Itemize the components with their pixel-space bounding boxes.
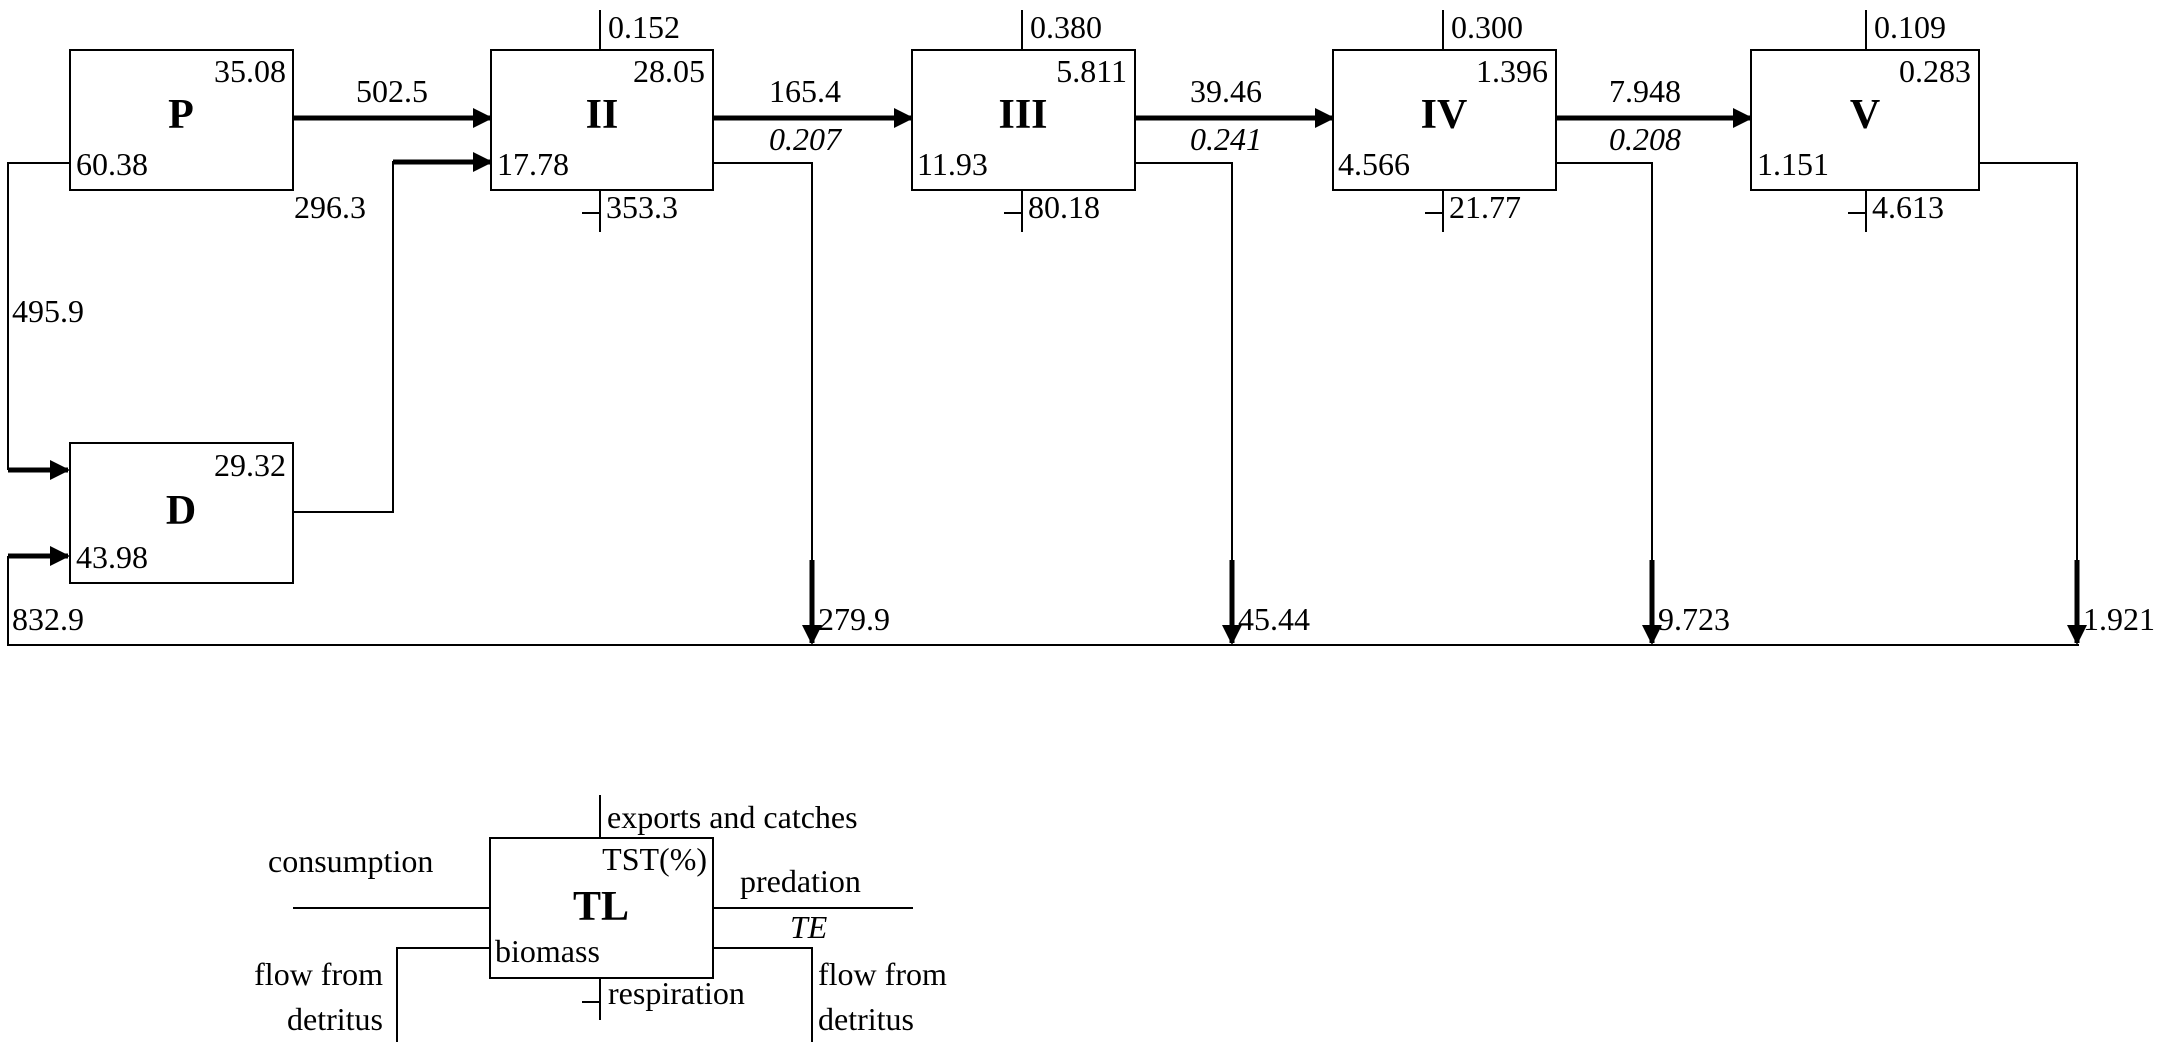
node-d: D 29.32 43.98: [69, 442, 294, 584]
export-value-v: 0.109: [1874, 9, 1946, 45]
node-ii-bottom-left: 17.78: [497, 146, 569, 182]
node-ii-top-right: 28.05: [633, 53, 705, 89]
detritus-value-v: 1.921: [2083, 601, 2155, 637]
legend-flow-from-detritus-left-2: detritus: [287, 1001, 383, 1037]
respiration-value-iii: 80.18: [1028, 189, 1100, 225]
node-d-label: D: [166, 488, 196, 534]
respiration-symbol-iii: [1004, 190, 1023, 232]
flow-labels: 502.5 296.3 495.9 832.9 165.4 39.46 7.94…: [12, 9, 2155, 637]
legend-respiration: respiration: [608, 975, 745, 1011]
node-v-bottom-left: 1.151: [1757, 146, 1829, 182]
legend: TL TST(%) biomass exports and catches co…: [254, 795, 947, 1042]
legend-te: TE: [790, 909, 828, 945]
flow-value-p-to-ii: 502.5: [356, 73, 428, 109]
detritus-return-line: [7, 556, 2079, 646]
legend-biomass: biomass: [495, 933, 600, 969]
respiration-value-ii: 353.3: [606, 189, 678, 225]
flow-line-p-to-d: [7, 162, 70, 470]
node-v-label: V: [1850, 92, 1880, 138]
flow-value-d-to-ii: 296.3: [294, 189, 366, 225]
node-v-top-right: 0.283: [1899, 53, 1971, 89]
export-value-iv: 0.300: [1451, 9, 1523, 45]
te-value-ii: 0.207: [769, 121, 843, 157]
node-p: P 35.08 60.38: [69, 49, 294, 191]
legend-respiration-symbol: [582, 978, 601, 1020]
node-iv-top-right: 1.396: [1476, 53, 1548, 89]
legend-consumption: consumption: [268, 843, 433, 879]
legend-predation: predation: [740, 863, 861, 899]
node-v: V 0.283 1.151: [1750, 49, 1980, 191]
node-p-top-right: 35.08: [214, 53, 286, 89]
legend-tst: TST(%): [602, 841, 707, 877]
respiration-symbol-ii: [582, 190, 601, 232]
detritus-value-ii: 279.9: [818, 601, 890, 637]
respiration-value-v: 4.613: [1872, 189, 1944, 225]
flow-value-iv-to-v: 7.948: [1609, 73, 1681, 109]
node-d-bottom-left: 43.98: [76, 539, 148, 575]
flow-value-ii-to-iii: 165.4: [769, 73, 841, 109]
flow-value-detritus-return: 832.9: [12, 601, 84, 637]
legend-flow-from-detritus-right-2: detritus: [818, 1001, 914, 1037]
node-iii: III 5.811 11.93: [911, 49, 1136, 191]
node-iv-label: IV: [1421, 92, 1468, 138]
respiration-symbol-iv: [1425, 190, 1444, 232]
detritus-line-iv: [1556, 162, 1653, 560]
export-value-iii: 0.380: [1030, 9, 1102, 45]
node-iii-bottom-left: 11.93: [917, 146, 988, 182]
detritus-line-iii: [1135, 162, 1233, 560]
node-iii-top-right: 5.811: [1056, 53, 1127, 89]
node-p-label: P: [168, 92, 194, 138]
legend-flow-from-detritus-left-1: flow from: [254, 956, 383, 992]
detritus-value-iv: 9.723: [1658, 601, 1730, 637]
export-value-ii: 0.152: [608, 9, 680, 45]
detritus-value-iii: 45.44: [1238, 601, 1310, 637]
node-ii-label: II: [586, 92, 619, 138]
node-iii-label: III: [998, 92, 1047, 138]
te-value-iii: 0.241: [1190, 121, 1262, 157]
node-iv: IV 1.396 4.566: [1332, 49, 1557, 191]
legend-label: TL: [573, 884, 629, 930]
legend-box: [489, 837, 714, 979]
detritus-line-v: [1979, 162, 2078, 560]
respiration-value-iv: 21.77: [1449, 189, 1521, 225]
node-d-top-right: 29.32: [214, 447, 286, 483]
node-p-bottom-left: 60.38: [76, 146, 148, 182]
te-value-iv: 0.208: [1609, 121, 1681, 157]
flow-value-iii-to-iv: 39.46: [1190, 73, 1262, 109]
legend-exports: exports and catches: [607, 799, 858, 835]
flow-lines: [7, 10, 2087, 646]
node-iv-bottom-left: 4.566: [1338, 146, 1410, 182]
flow-value-p-to-d: 495.9: [12, 293, 84, 329]
legend-flow-from-detritus-right-1: flow from: [818, 956, 947, 992]
detritus-line-ii: [713, 162, 813, 560]
respiration-symbol-v: [1848, 190, 1867, 232]
node-ii: II 28.05 17.78: [490, 49, 714, 191]
